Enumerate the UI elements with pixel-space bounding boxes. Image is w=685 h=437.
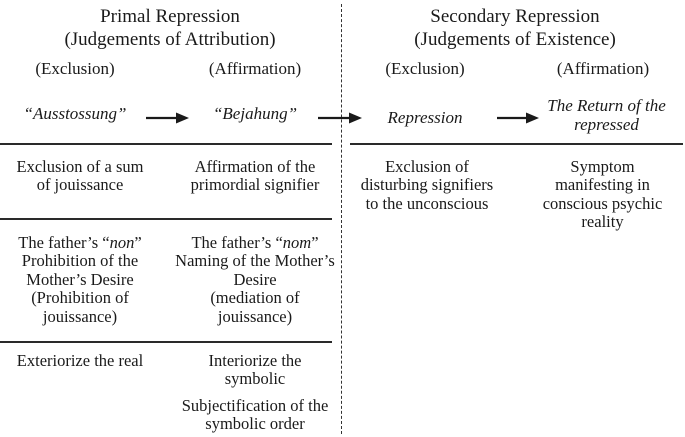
text-line: primordial signifier: [190, 175, 320, 195]
text-line: Prohibition of the: [21, 251, 139, 271]
non-term: non: [109, 233, 135, 252]
text-line: conscious psychic: [542, 193, 663, 213]
primal-exclusion-row3: Exteriorize the real: [16, 351, 144, 370]
text-fragment: The father’s “: [18, 233, 110, 252]
primal-exclusion-row1: Exclusion of a sum of jouissance: [0, 157, 160, 195]
text-line: symbolic: [224, 369, 286, 389]
text-line: Mother’s Desire: [26, 269, 134, 289]
primal-affirmation-row3: Interiorize the symbolic: [172, 351, 338, 389]
text-line: Subjectification of the: [181, 396, 329, 415]
text-line: repressed: [574, 115, 639, 135]
text-fragment: ”: [134, 233, 142, 252]
secondary-affirmation-row1: Symptom manifesting in conscious psychic…: [520, 157, 685, 232]
text-line: to the unconscious: [365, 193, 489, 213]
primal-subjectification: Subjectification of the symbolic order: [170, 396, 340, 434]
text-line: of jouissance: [36, 175, 124, 195]
text-line: Desire: [233, 269, 277, 289]
text-line: reality: [581, 212, 624, 232]
primal-title: Primal Repression: [100, 6, 240, 27]
text-line: manifesting in: [555, 175, 650, 195]
text-line: symbolic order: [205, 414, 305, 434]
text-line: (mediation of: [210, 288, 300, 308]
repression-term: Repression: [387, 108, 463, 127]
secondary-exclusion-row1: Exclusion of disturbing signifiers to th…: [346, 157, 508, 213]
text-fragment: ”: [311, 233, 319, 252]
nom-term: nom: [282, 233, 312, 252]
text-line: disturbing signifiers: [360, 175, 494, 195]
arrow-bejahung-to-repression: [318, 112, 362, 124]
text-line: jouissance): [217, 306, 293, 326]
primal-exclusion-label: (Exclusion): [35, 59, 115, 78]
secondary-exclusion-label: (Exclusion): [385, 59, 465, 78]
text-line: Exclusion of a sum: [16, 157, 144, 176]
text-line: Affirmation of the: [194, 157, 316, 176]
return-of-repressed-term: The Return of the repressed: [528, 96, 685, 134]
vertical-dashed-divider: [341, 4, 342, 434]
bejahung-term: “Bejahung”: [212, 104, 298, 123]
text-line: The father’s “non”: [0, 233, 160, 252]
text-line: Interiorize the: [208, 351, 302, 370]
secondary-divider-1: [350, 143, 683, 145]
arrow-repression-to-return: [497, 112, 539, 124]
primal-affirmation-label: (Affirmation): [208, 59, 302, 78]
primal-divider-1: [0, 143, 332, 145]
ausstossung-term: “Ausstossung”: [23, 104, 127, 123]
text-line: jouissance): [42, 306, 118, 326]
arrow-ausstossung-to-bejahung: [146, 112, 189, 124]
primal-affirmation-row2: The father’s “nom” Naming of the Mother’…: [170, 233, 340, 326]
primal-affirmation-row1: Affirmation of the primordial signifier: [172, 157, 338, 195]
secondary-title: Secondary Repression: [430, 6, 600, 27]
primal-subtitle: (Judgements of Attribution): [64, 29, 276, 50]
secondary-subtitle: (Judgements of Existence): [414, 29, 616, 50]
text-line: Symptom: [570, 157, 635, 176]
text-fragment: The father’s “: [191, 233, 283, 252]
secondary-affirmation-label: (Affirmation): [556, 59, 650, 78]
primal-divider-3: [0, 341, 332, 343]
primal-divider-2: [0, 218, 332, 220]
text-line: (Prohibition of: [31, 288, 129, 308]
text-line: Exclusion of: [385, 157, 469, 176]
text-line: The Return of the: [547, 96, 666, 115]
primal-exclusion-row2: The father’s “non” Prohibition of the Mo…: [0, 233, 160, 326]
text-line: The father’s “nom”: [170, 233, 340, 252]
text-line: Naming of the Mother’s: [175, 251, 335, 271]
